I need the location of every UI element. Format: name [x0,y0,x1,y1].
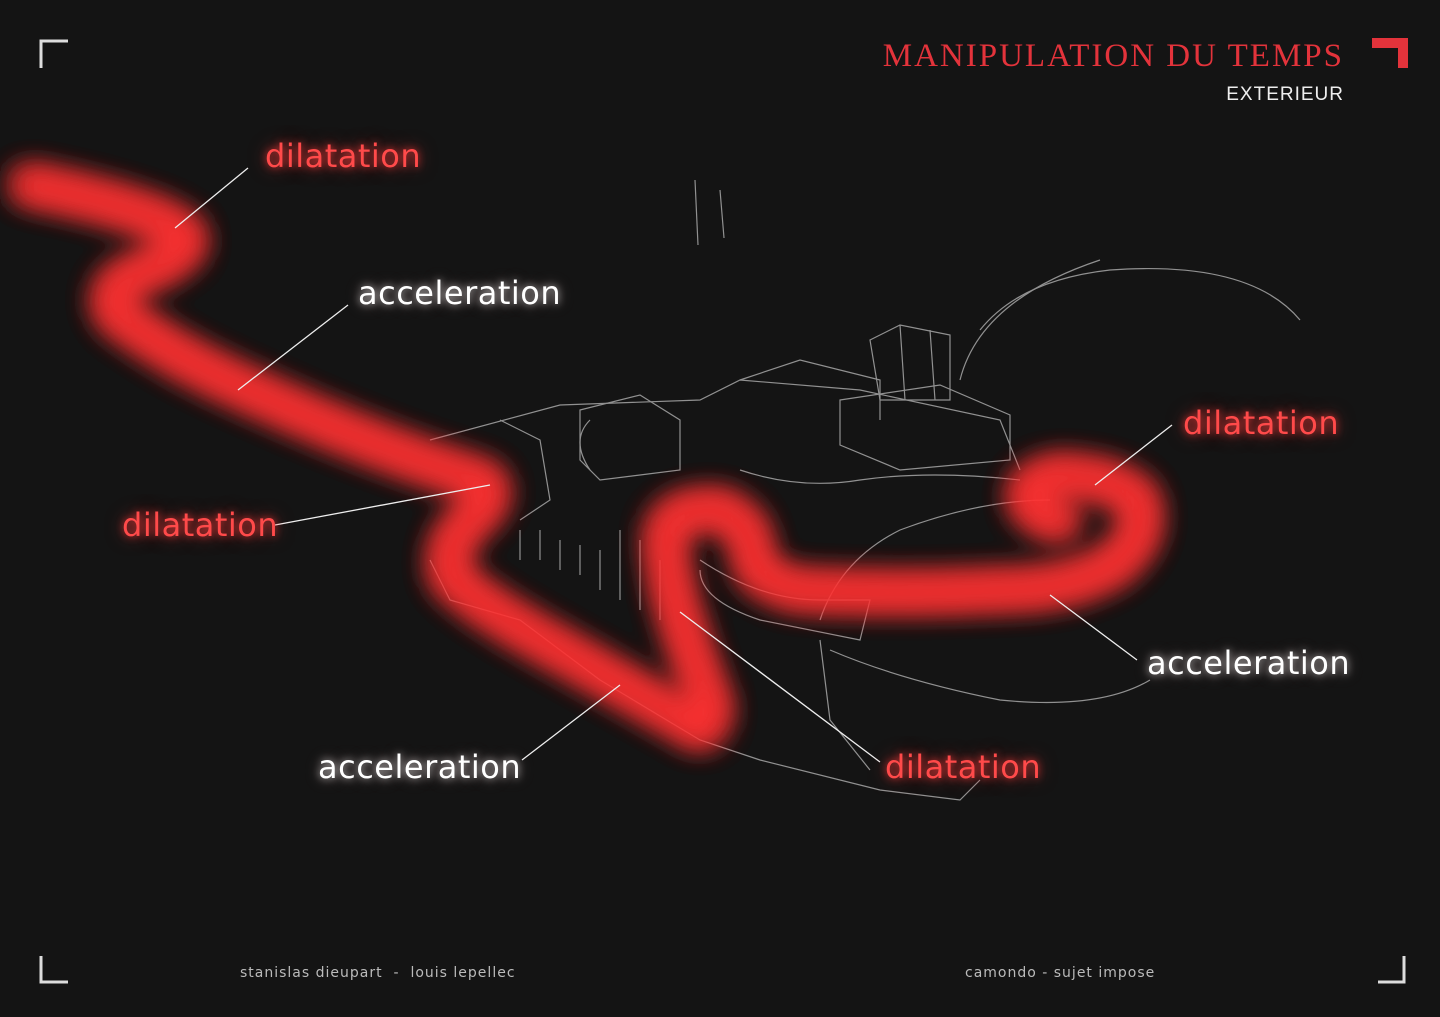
building-axonometric [429,179,1301,801]
page-subtitle: EXTERIEUR [1226,84,1344,105]
label-dilatation: dilatation [122,506,279,544]
label-dilatation: dilatation [265,137,422,175]
corner-marks [39,39,1406,984]
footer-project: camondo - sujet impose [965,965,1156,981]
label-acceleration: acceleration [358,274,562,312]
corner-mark-red [1372,38,1408,68]
footer-authors: stanislas dieupart - louis lepellec [240,965,516,981]
label-dilatation: dilatation [1183,404,1340,442]
label-dilatation: dilatation [885,748,1042,786]
label-acceleration: acceleration [1147,644,1351,682]
label-acceleration: acceleration [318,748,522,786]
time-path [13,168,1141,747]
leader-lines [174,167,1173,763]
page-title: MANIPULATION DU TEMPS [882,38,1344,74]
